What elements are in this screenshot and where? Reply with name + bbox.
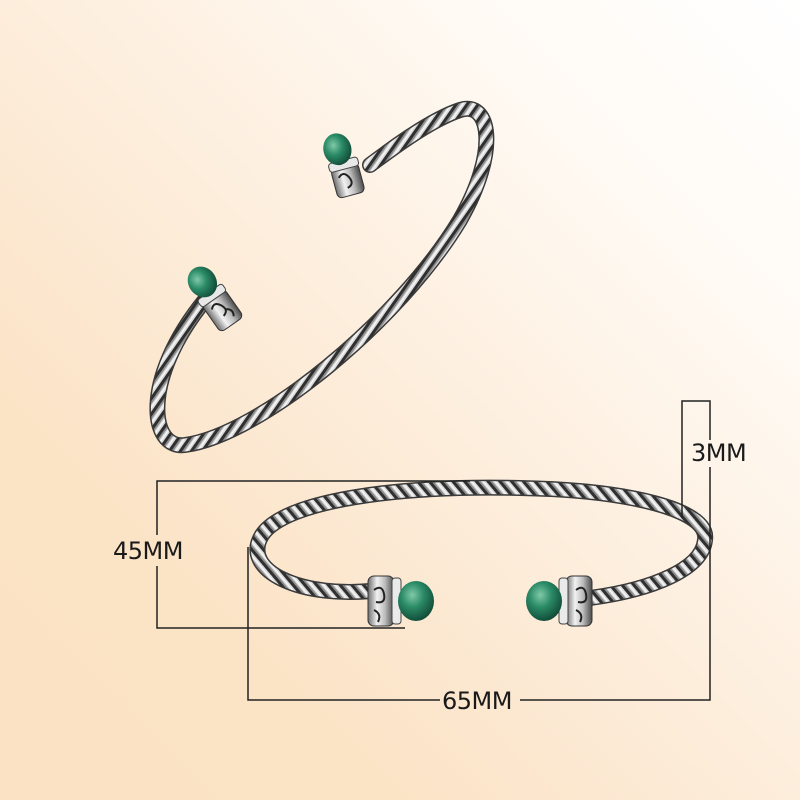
end-cap-right [323, 133, 365, 199]
dimension-lines [156, 400, 711, 701]
end-cap-front-left [367, 575, 434, 627]
width-dimension-label: 65MM [442, 687, 512, 715]
green-gem-front-left [398, 581, 434, 621]
width-dimension-line-left [247, 547, 440, 701]
height-dimension-label: 45MM [113, 537, 183, 565]
end-cap-front-right [526, 575, 593, 627]
thickness-dimension-label: 3MM [691, 439, 747, 467]
thickness-dimension-line [681, 400, 711, 518]
height-dimension-line-lower [156, 566, 405, 629]
green-gem-left [187, 266, 218, 298]
green-gem-front-right [526, 581, 562, 621]
end-cap-left [187, 266, 243, 332]
height-dimension-line [156, 480, 470, 535]
green-gem-right [323, 133, 352, 166]
width-dimension-line-right [520, 467, 711, 701]
bracelet-top-view [149, 100, 495, 454]
bracelet-front-view [249, 479, 714, 627]
